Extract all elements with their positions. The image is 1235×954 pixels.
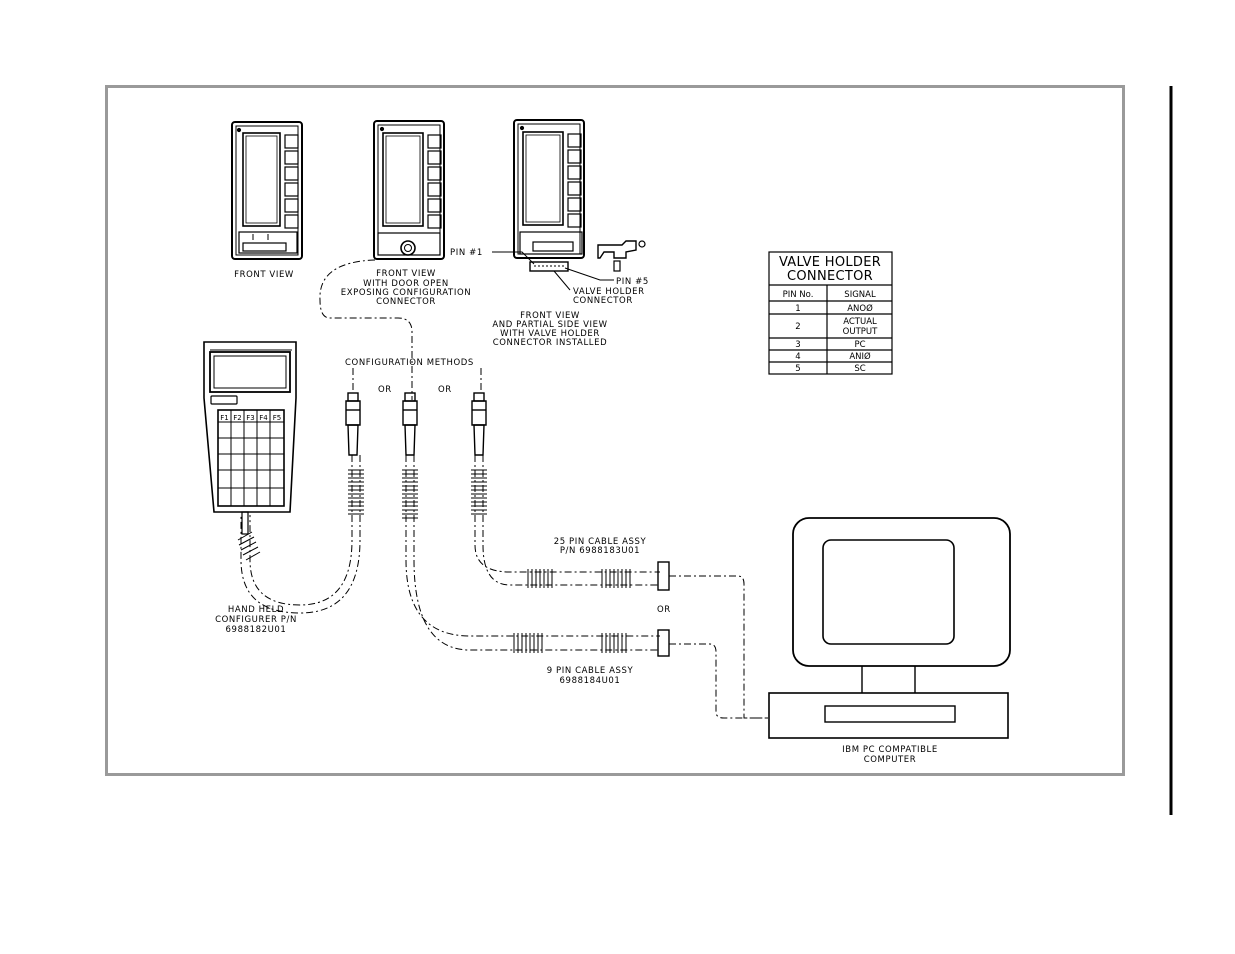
device-door-open-view <box>373 120 445 260</box>
door-open-label-2: WITH DOOR OPEN <box>363 279 449 289</box>
table-row-2-signal-2: OUTPUT <box>843 327 878 337</box>
or-label-1: OR <box>378 385 392 395</box>
table-row-5-pin: 5 <box>795 364 800 374</box>
valve-holder-connector-label-2: CONNECTOR <box>573 296 633 306</box>
pin-5-label: PIN #5 <box>616 277 649 287</box>
partial-side-label-3: WITH VALVE HOLDER <box>500 329 600 339</box>
function-key-f3: F3 <box>246 414 254 422</box>
table-row-2-pin: 2 <box>795 322 800 332</box>
coil-sections <box>237 469 631 653</box>
cable-9-pin-label-2: 6988184U01 <box>560 676 621 686</box>
table-header-signal: SIGNAL <box>844 290 876 300</box>
function-key-f1: F1 <box>220 414 228 422</box>
table-header-pin: PIN No. <box>783 290 814 300</box>
ibm-pc-computer <box>768 517 1011 739</box>
handheld-label-1: HAND HELD <box>228 605 284 615</box>
device-valve-holder-view <box>492 119 646 291</box>
device-front-view <box>231 121 303 260</box>
computer-label-1: IBM PC COMPATIBLE <box>842 745 938 755</box>
wiring-dashed <box>240 259 768 719</box>
cable-25-pin-label-2: P/N 6988183U01 <box>560 546 640 556</box>
or-label-2: OR <box>438 385 452 395</box>
hand-held-configurer <box>203 341 297 535</box>
partial-side-label-4: CONNECTOR INSTALLED <box>493 338 608 348</box>
function-key-f4: F4 <box>259 414 268 422</box>
table-row-3-signal: PC <box>854 340 865 350</box>
pin-1-label: PIN #1 <box>450 248 483 258</box>
cable-25-pin-label-1: 25 PIN CABLE ASSY <box>554 537 647 547</box>
table-row-4-signal: ANIØ <box>849 351 871 362</box>
front-view-label: FRONT VIEW <box>234 270 294 280</box>
function-key-f5: F5 <box>273 414 281 422</box>
valve-holder-connector-plug <box>529 261 569 272</box>
door-open-label-1: FRONT VIEW <box>376 269 436 279</box>
handheld-label-2: CONFIGURER P/N <box>215 615 297 625</box>
partial-side-label-2: AND PARTIAL SIDE VIEW <box>492 320 607 330</box>
cable-ends <box>657 561 670 657</box>
or-label-3: OR <box>657 605 671 615</box>
plug-25-pin <box>471 392 487 456</box>
door-open-label-3: EXPOSING CONFIGURATION <box>341 288 471 298</box>
valve-holder-connector-label-1: VALVE HOLDER <box>573 287 645 297</box>
table-row-3-pin: 3 <box>795 340 800 350</box>
computer-label-2: COMPUTER <box>864 755 917 765</box>
handheld-label-3: 6988182U01 <box>226 625 287 635</box>
plug-9-pin <box>402 392 418 456</box>
table-row-5-signal: SC <box>854 364 865 374</box>
valve-holder-connector-table: VALVE HOLDER CONNECTOR PIN No. SIGNAL 1 … <box>768 251 893 375</box>
table-row-4-pin: 4 <box>795 352 800 362</box>
table-title-1: VALVE HOLDER <box>779 255 881 270</box>
door-open-label-4: CONNECTOR <box>376 297 436 307</box>
table-row-1-pin: 1 <box>795 304 800 314</box>
configuration-connector-port <box>400 240 416 256</box>
function-key-f2: F2 <box>233 414 241 422</box>
configuration-methods-label: CONFIGURATION METHODS <box>345 358 474 368</box>
table-row-2-signal-1: ACTUAL <box>843 317 877 327</box>
plug-handheld <box>345 392 361 456</box>
diagram-frame <box>105 85 1125 776</box>
table-row-1-signal: ANOØ <box>847 303 873 314</box>
cable-9-pin-label-1: 9 PIN CABLE ASSY <box>547 666 634 676</box>
partial-side-label-1: FRONT VIEW <box>520 311 580 321</box>
function-keys: F1 F2 F3 F4 F5 <box>220 414 281 422</box>
table-title-2: CONNECTOR <box>787 269 873 284</box>
